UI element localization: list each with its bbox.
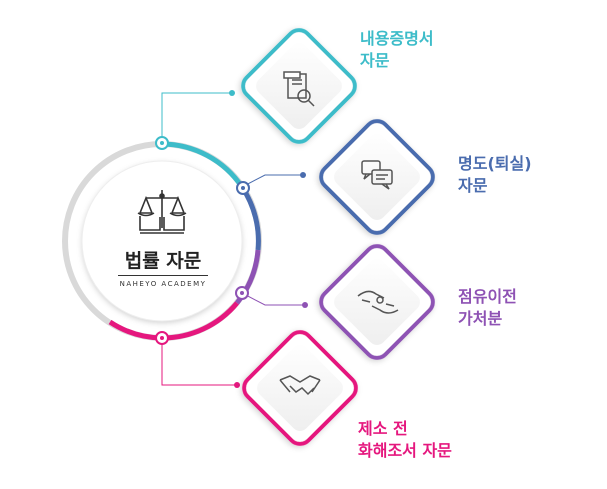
ring-nodes bbox=[155, 136, 250, 345]
item-label-3: 점유이전 가처분 bbox=[458, 286, 517, 330]
dot-2 bbox=[300, 172, 306, 178]
tile-3 bbox=[319, 244, 435, 360]
dot-4 bbox=[234, 382, 240, 388]
center-subtitle: NAHEYO ACADEMY bbox=[119, 280, 207, 288]
item-label-4: 제소 전 화해조서 자문 bbox=[358, 418, 452, 462]
item-label-4-line-2: 화해조서 자문 bbox=[358, 441, 452, 460]
item-label-3-line-2: 가처분 bbox=[458, 309, 503, 328]
center-title: 법률 자문 bbox=[124, 250, 202, 272]
center-title-underline bbox=[118, 275, 208, 276]
item-label-1-line-2: 자문 bbox=[360, 51, 390, 70]
document-search-icon bbox=[283, 71, 315, 107]
handshake-icon bbox=[279, 375, 321, 396]
tile-1 bbox=[241, 28, 357, 144]
item-label-4-line-1: 제소 전 bbox=[358, 419, 408, 438]
connectors bbox=[161, 92, 305, 386]
item-label-2-line-2: 자문 bbox=[458, 176, 488, 195]
dot-3 bbox=[302, 302, 308, 308]
item-label-3-line-1: 점유이전 bbox=[458, 287, 517, 306]
item-label-1-line-1: 내용증명서 bbox=[360, 29, 434, 48]
center-disc bbox=[82, 161, 242, 321]
hands-passing-icon bbox=[357, 290, 399, 314]
item-label-1: 내용증명서 자문 bbox=[360, 28, 434, 72]
item-label-2: 명도(퇴실) 자문 bbox=[458, 153, 532, 197]
item-label-2-line-1: 명도(퇴실) bbox=[458, 154, 532, 173]
tile-4 bbox=[242, 330, 358, 446]
scales-of-justice-icon bbox=[137, 190, 187, 234]
chat-bubbles-icon bbox=[361, 160, 393, 190]
dot-1 bbox=[229, 90, 235, 96]
